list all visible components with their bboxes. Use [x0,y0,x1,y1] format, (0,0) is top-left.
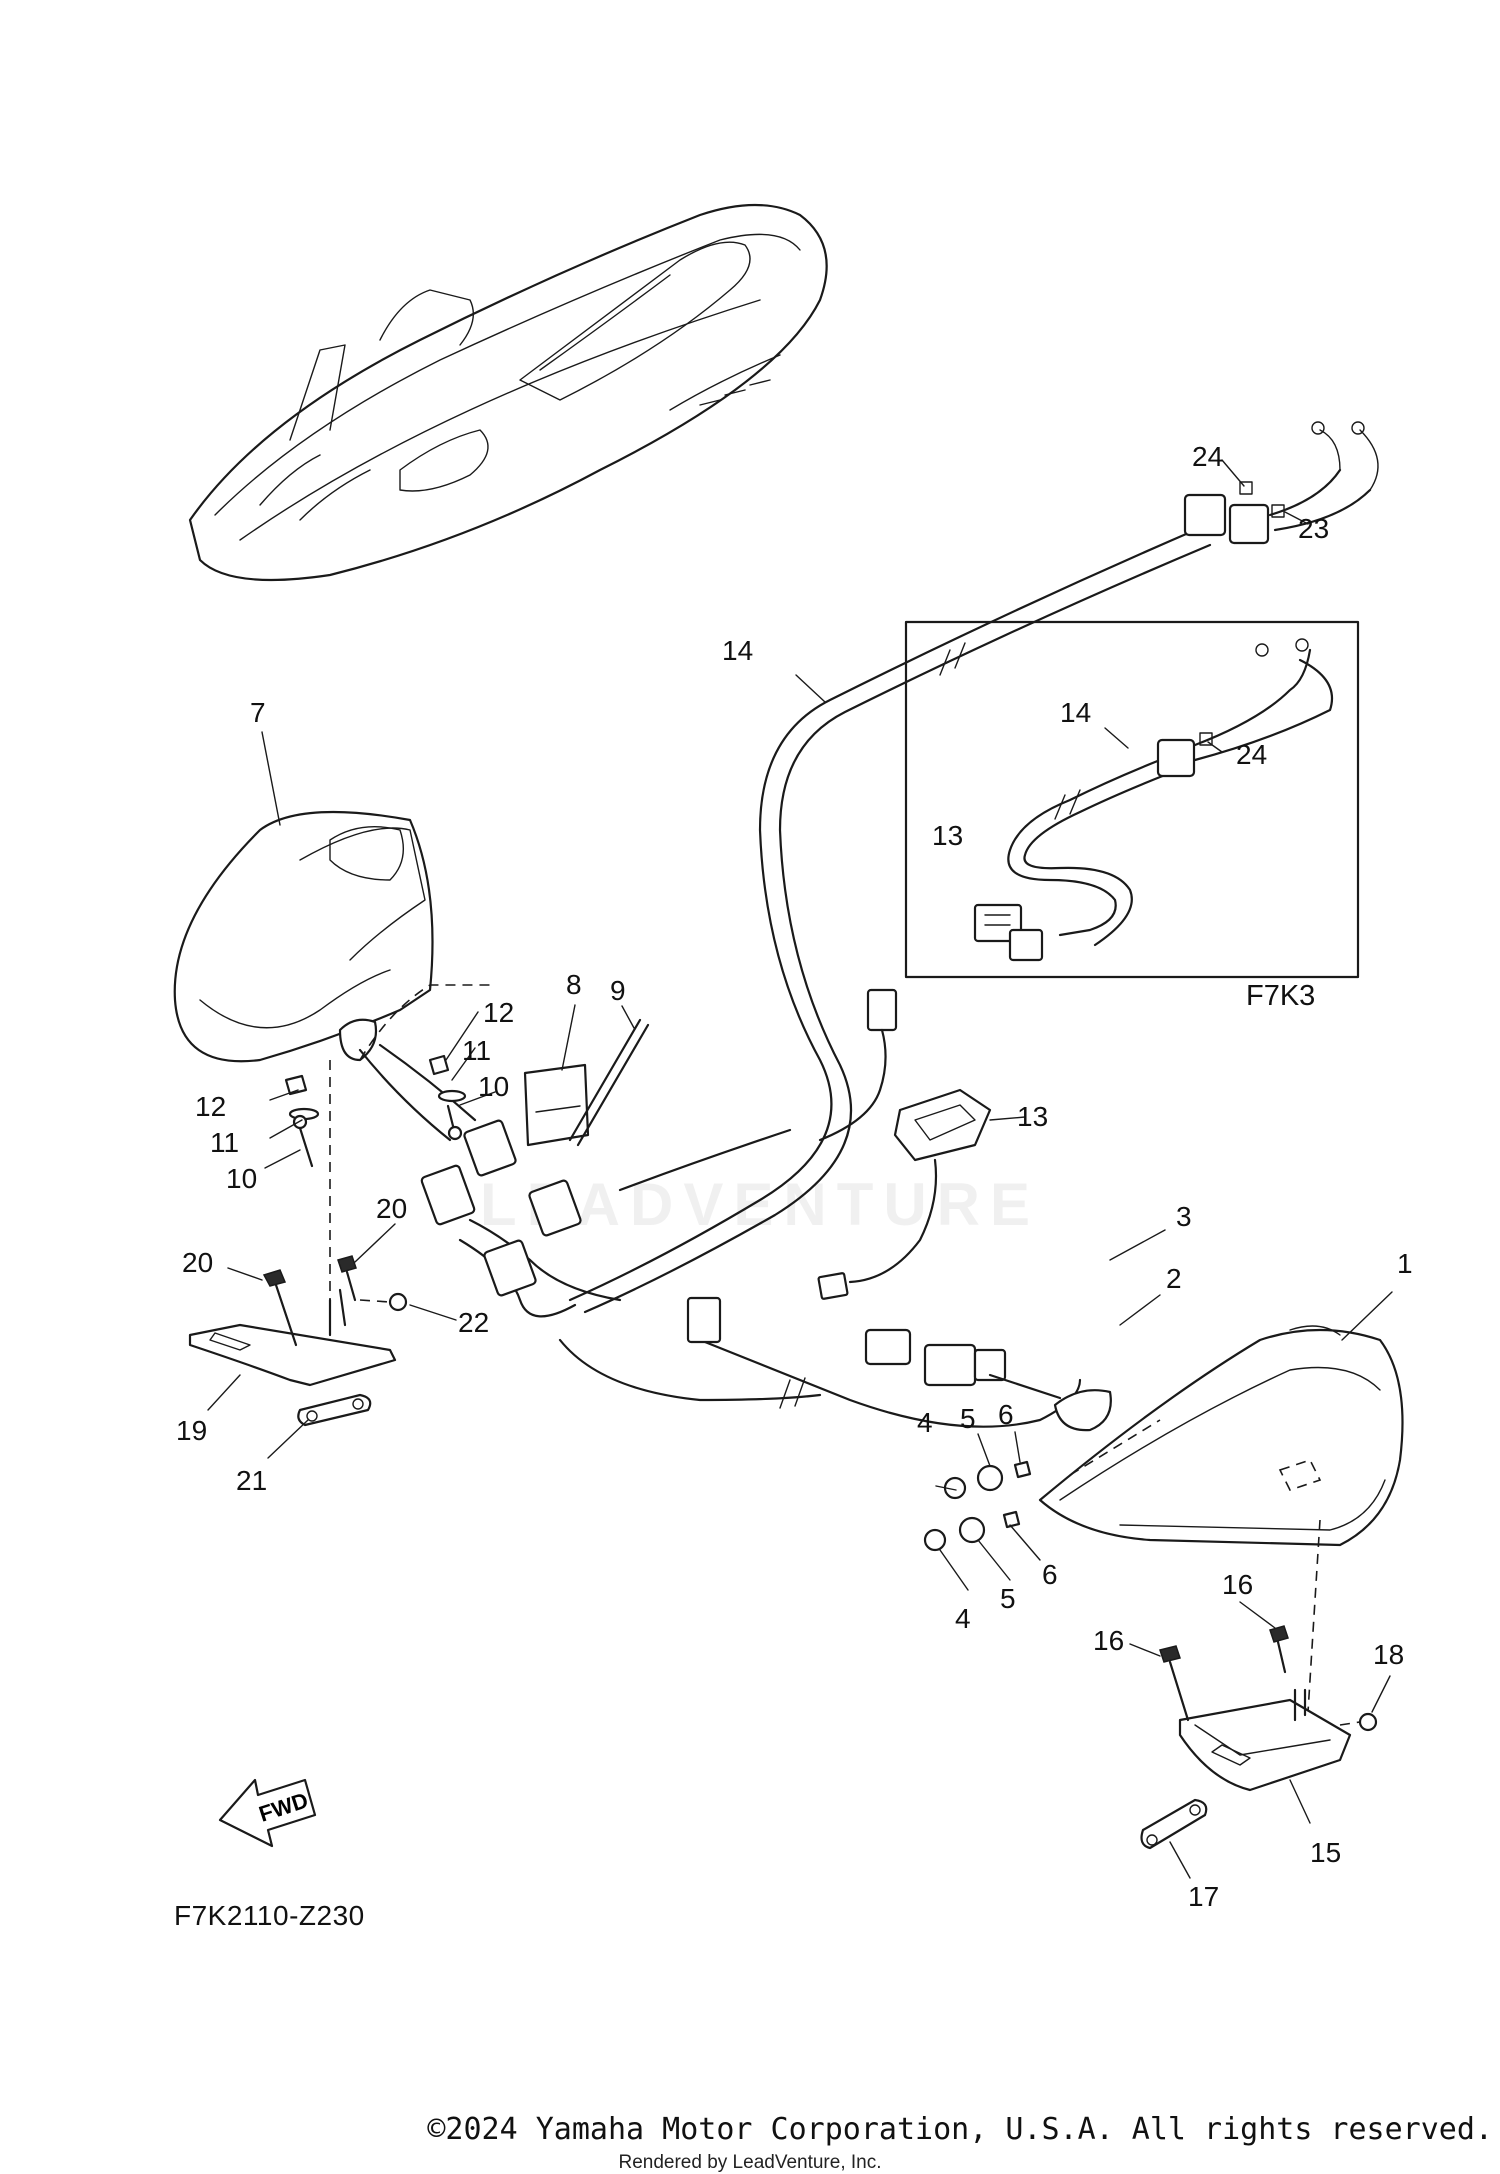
callout-9: 9 [610,975,626,1006]
callout-24a: 24 [1192,441,1223,472]
callout-8: 8 [566,969,582,1000]
callout-13b: 13 [932,820,963,851]
callout-6b: 6 [1042,1559,1058,1590]
callout-15: 15 [1310,1837,1341,1868]
callout-2: 2 [1166,1263,1182,1294]
fwd-arrow: FWD [218,1778,317,1848]
callout-7: 7 [250,697,266,728]
callout-numbers: 1 2 3 4 4 5 5 6 6 7 8 9 10 10 11 11 12 1… [176,441,1413,1912]
inset-label: F7K3 [1246,980,1316,1012]
callout-14a: 14 [722,635,753,666]
callout-5b: 5 [1000,1583,1016,1614]
rendered-by-credit: Rendered by LeadVenture, Inc. [618,2152,882,2173]
callout-12a: 12 [195,1091,226,1122]
callout-23: 23 [1298,513,1329,544]
callout-18: 18 [1373,1639,1404,1670]
callout-14b: 14 [1060,697,1091,728]
callout-10b: 10 [478,1071,509,1102]
callout-1: 1 [1397,1248,1413,1279]
bracket-15 [1140,1625,1378,1850]
callout-16a: 16 [1222,1569,1253,1600]
light-assembly-1 [988,1325,1404,1761]
callout-6a: 6 [998,1399,1014,1430]
leader-lines [207,459,1393,1879]
fasteners-left [284,1054,467,1168]
connectors [420,988,1007,1387]
callout-11b: 11 [462,1035,491,1066]
callout-20b: 20 [376,1193,407,1224]
bracket-19 [188,1255,408,1427]
figure-code: F7K2110-Z230 [174,1900,365,1931]
callout-4a: 4 [917,1407,933,1438]
callout-19: 19 [176,1415,207,1446]
callout-16b: 16 [1093,1625,1124,1656]
callout-21: 21 [236,1465,267,1496]
callout-17: 17 [1188,1881,1219,1912]
callout-13a: 13 [1017,1101,1048,1132]
copyright-notice: ©2024 Yamaha Motor Corporation, U.S.A. A… [427,2112,1493,2147]
callout-20a: 20 [182,1247,213,1278]
watercraft-illustration [188,203,828,582]
callout-22: 22 [458,1307,489,1338]
light-assembly-7 [173,810,490,1330]
callout-24b: 24 [1236,739,1267,770]
callout-3: 3 [1176,1201,1192,1232]
callout-4b: 4 [955,1603,971,1634]
wire-harness-14 [458,421,1379,1428]
callout-11a: 11 [210,1127,239,1158]
fasteners-right [923,1460,1032,1552]
callout-5a: 5 [960,1403,976,1434]
inset-box [904,620,1360,979]
callout-10a: 10 [226,1163,257,1194]
switch-13 [848,1088,992,1284]
callout-12b: 12 [483,997,514,1028]
label-8-and-tie-9 [523,1018,650,1147]
